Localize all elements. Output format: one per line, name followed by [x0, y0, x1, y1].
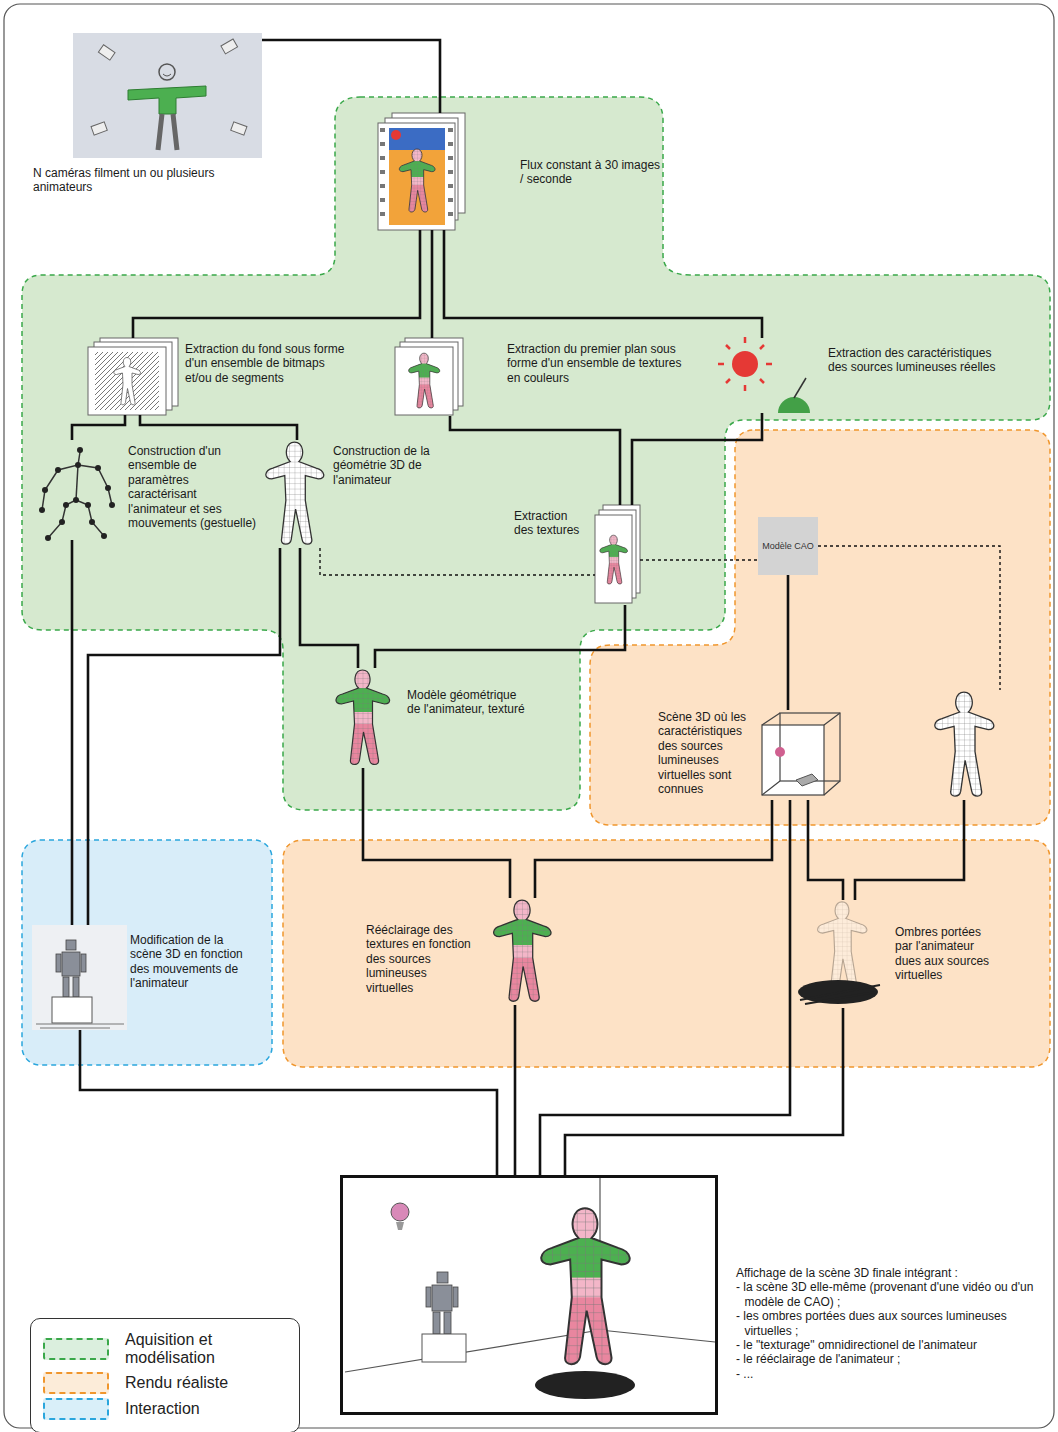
caption: N caméras filment un ou plusieurs animat… [33, 166, 263, 195]
connector [565, 1008, 843, 1175]
process-step: Rééclairage des textures en fonction des… [482, 898, 562, 1005]
connector [514, 1005, 517, 1175]
caption-text: - le "texturage" omnidirectionel de l'an… [736, 1338, 1048, 1352]
caption-text: Construction de la géométrie 3D de l'ani… [333, 444, 453, 487]
caption: Flux constant à 30 images / seconde [520, 158, 665, 187]
process-step: Extraction du fond sous forme d'un ensem… [88, 338, 178, 415]
process-step: Modèle géométrique de l'animateur, textu… [330, 668, 395, 768]
caption-text: Construction d'un ensemble de paramètres… [128, 444, 258, 530]
connector [540, 800, 790, 1175]
caption: Rééclairage des textures en fonction des… [366, 923, 476, 995]
connector [133, 230, 420, 338]
caption: Extraction des textures [514, 509, 588, 538]
caption-text: Scène 3D où les caractéristiques des sou… [658, 710, 754, 796]
caption-text: Modèle géométrique de l'animateur, textu… [407, 688, 529, 717]
connector [72, 415, 125, 440]
connector [140, 415, 297, 440]
caption: Construction d'un ensemble de paramètres… [128, 444, 258, 530]
process-step: Construction d'un ensemble de paramètres… [38, 440, 118, 540]
caption: Extraction du fond sous forme d'un ensem… [185, 342, 350, 385]
connector [300, 548, 358, 668]
caption-text: Ombres portées par l'animateur dues aux … [895, 925, 1000, 983]
cad-model-box: Modèle CAO [758, 517, 818, 575]
caption: Affichage de la scène 3D finale intégran… [736, 1266, 1048, 1381]
caption-text: Modification de la scène 3D en fonction … [130, 933, 255, 991]
legend-entry: Aquisition et modélisation [43, 1331, 287, 1368]
connector [375, 605, 625, 668]
caption: Ombres portées par l'animateur dues aux … [895, 925, 1000, 983]
video-stream: Flux constant à 30 images / seconde [378, 113, 465, 230]
connector [88, 548, 280, 925]
caption-text: Affichage de la scène 3D finale intégran… [736, 1266, 1048, 1280]
caption: Modification de la scène 3D en fonction … [130, 933, 255, 991]
connector [535, 800, 772, 898]
final-display: Affichage de la scène 3D finale intégran… [340, 1175, 718, 1415]
caption-text: Extraction des caractéristiques des sour… [828, 346, 1010, 375]
process-step: Scène 3D où les caractéristiques des sou… [760, 710, 843, 800]
process-step: Ombres portées par l'animateur dues aux … [797, 900, 889, 1008]
caption-text: Modèle CAO [762, 541, 814, 552]
caption: Construction de la géométrie 3D de l'ani… [333, 444, 453, 487]
legend-swatch [43, 1398, 109, 1420]
legend-text: Aquisition et modélisation [125, 1331, 275, 1368]
legend-swatch [43, 1338, 109, 1360]
caption-text: Rééclairage des textures en fonction des… [366, 923, 476, 995]
caption: Extraction du premier plan sous forme d'… [507, 342, 692, 385]
connector [808, 800, 843, 900]
caption-text: Flux constant à 30 images / seconde [520, 158, 665, 187]
legend-swatch [43, 1372, 109, 1394]
connector [320, 548, 595, 575]
caption-text: - le rééclairage de l'animateur ; [736, 1352, 1048, 1366]
process-step: Construction de la géométrie 3D de l'ani… [262, 440, 327, 548]
caption-text: - les ombres portées dues aux sources lu… [736, 1309, 1048, 1338]
connector [444, 230, 762, 338]
caption-text: N caméras filment un ou plusieurs animat… [33, 166, 263, 195]
process-step: Extraction des caractéristiques des sour… [715, 338, 810, 413]
caption: Modèle CAO [758, 517, 818, 575]
process-step: Extraction des textures [595, 505, 640, 605]
camera-photo: N caméras filment un ou plusieurs animat… [73, 33, 262, 158]
connector [450, 416, 620, 505]
caption-text: - ... [736, 1367, 1048, 1381]
legend-entry: Rendu réaliste [43, 1372, 287, 1394]
caption: Extraction des caractéristiques des sour… [828, 346, 1010, 375]
process-step: Modification de la scène 3D en fonction … [32, 925, 127, 1030]
connector [71, 540, 74, 925]
process-step: Extraction du premier plan sous forme d'… [395, 338, 463, 416]
connector [632, 413, 762, 505]
connector [363, 768, 510, 898]
caption: Scène 3D où les caractéristiques des sou… [658, 710, 754, 796]
connector [787, 575, 790, 710]
caption-text: Extraction du fond sous forme d'un ensem… [185, 342, 350, 385]
legend-entry: Interaction [43, 1398, 287, 1420]
legend-text: Interaction [125, 1400, 275, 1418]
legend: Aquisition et modélisationRendu réaliste… [30, 1318, 300, 1432]
caption-text: Extraction du premier plan sous forme d'… [507, 342, 692, 385]
caption-text: Extraction des textures [514, 509, 588, 538]
connector [80, 1030, 497, 1175]
connector [640, 559, 758, 560]
connector [262, 40, 440, 113]
connector [431, 230, 434, 338]
caption: Modèle géométrique de l'animateur, textu… [407, 688, 529, 717]
legend-text: Rendu réaliste [125, 1374, 275, 1392]
caption-text: - la scène 3D elle-même (provenant d'une… [736, 1280, 1048, 1309]
